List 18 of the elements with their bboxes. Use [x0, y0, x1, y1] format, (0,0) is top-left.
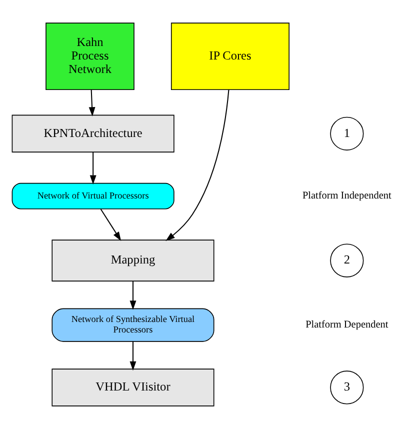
node-box: Mapping [52, 240, 214, 282]
arrow [166, 90, 230, 241]
label: Platform Independent [302, 190, 392, 202]
node-box: KPNToArchitecture [12, 114, 174, 152]
node-box: VHDL VIisitor [52, 368, 214, 406]
arrow [88, 90, 96, 116]
node-box: Kahn Process Network [46, 22, 134, 90]
label: Platform Dependent [306, 320, 388, 331]
arrow [130, 342, 136, 371]
node-circle: 2 [330, 244, 364, 278]
node-box: IP Cores [170, 22, 290, 90]
arrow [90, 152, 96, 185]
node-box: Network of Virtual Processors [12, 182, 174, 210]
node-circle: 1 [330, 116, 364, 150]
arrow [100, 208, 122, 241]
node-circle: 3 [330, 370, 364, 404]
node-box: Network of Synthesizable Virtual Processors [52, 308, 214, 342]
arrow [130, 281, 136, 310]
